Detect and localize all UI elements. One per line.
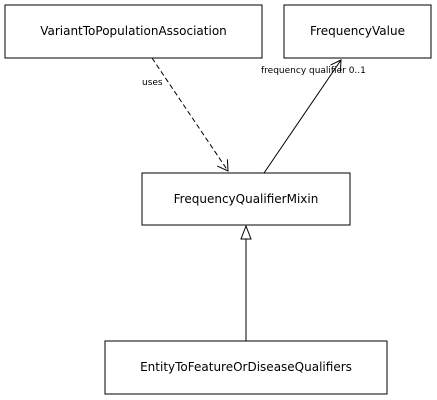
edge-frequency-qualifier: frequency qualifier 0..1 xyxy=(261,59,366,174)
edge-inheritance xyxy=(240,224,252,341)
node-frequency-qualifier-mixin[interactable]: FrequencyQualifierMixin xyxy=(141,172,351,226)
node-frequency-value[interactable]: FrequencyValue xyxy=(283,4,432,59)
edge-uses-line xyxy=(151,57,229,172)
inheritance-triangle-icon xyxy=(240,224,252,240)
node-label-variant-to-population-association: VariantToPopulationAssociation xyxy=(40,24,227,38)
edge-frequency-qualifier-label: frequency qualifier 0..1 xyxy=(261,66,366,76)
edge-uses-arrowhead-icon xyxy=(217,159,229,172)
node-entity-to-feature-or-disease-qualifiers[interactable]: EntityToFeatureOrDiseaseQualifiers xyxy=(104,340,388,395)
edge-frequency-qualifier-arrowhead-icon xyxy=(330,59,342,72)
node-label-frequency-qualifier-mixin: FrequencyQualifierMixin xyxy=(174,192,319,206)
node-label-entity-to-feature-or-disease-qualifiers: EntityToFeatureOrDiseaseQualifiers xyxy=(140,360,352,374)
edge-uses: uses xyxy=(142,57,229,172)
edge-uses-label: uses xyxy=(142,78,163,88)
edge-frequency-qualifier-line xyxy=(263,59,342,174)
node-label-frequency-value: FrequencyValue xyxy=(310,24,405,38)
node-variant-to-population-association[interactable]: VariantToPopulationAssociation xyxy=(4,4,263,59)
